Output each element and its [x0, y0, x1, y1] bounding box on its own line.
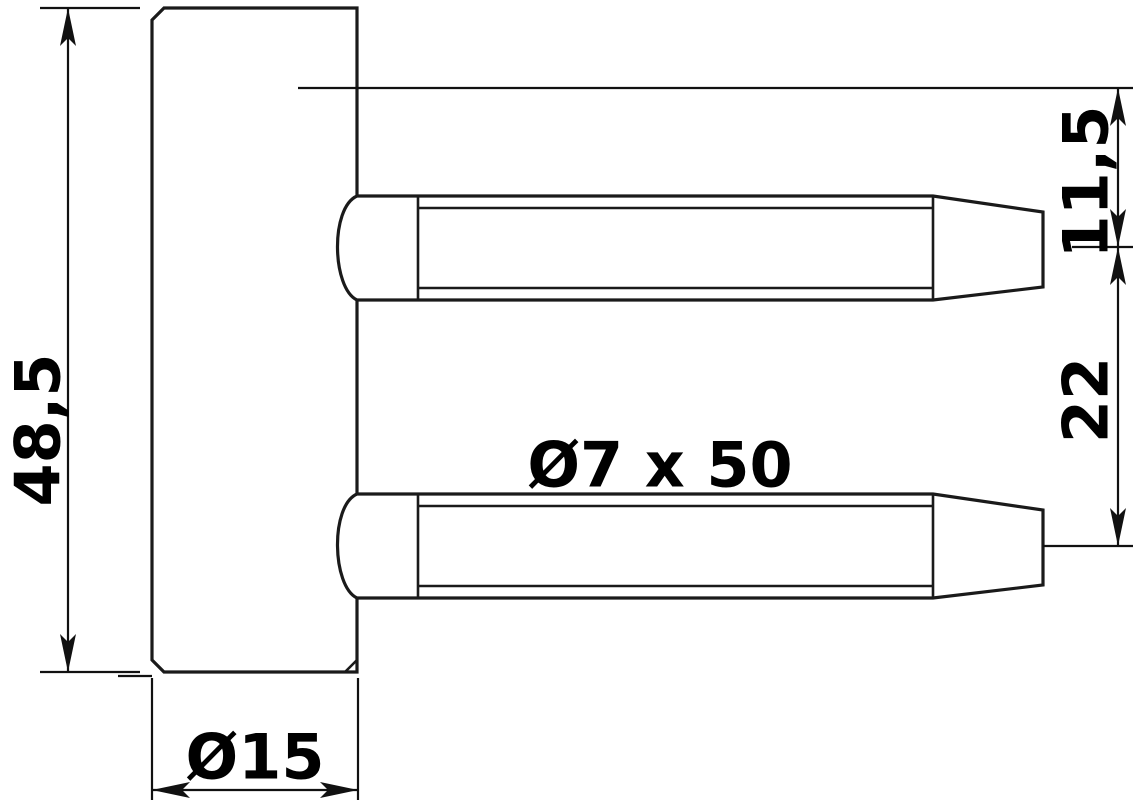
dimension-pin-spacing: 22: [1050, 247, 1126, 546]
plate-chamfer-bottom-left: [151, 659, 165, 673]
dim-11-5-arrow-bottom: [1110, 209, 1126, 247]
dim-22-arrow-bottom: [1110, 508, 1126, 546]
plate-chamfer-top-left: [151, 7, 165, 21]
plate-outline: [150, 6, 359, 674]
dimension-overall-height: 48,5: [2, 8, 76, 672]
dim-d15-label: Ø15: [186, 721, 325, 794]
plate-chamfer-bottom-right: [344, 659, 358, 673]
dim-48-5-label: 48,5: [2, 354, 75, 507]
mounting-plate: [150, 6, 359, 674]
dim-11-5-label: 11,5: [1050, 106, 1123, 259]
dim-22-label: 22: [1050, 357, 1123, 443]
dim-48-5-arrow-bottom: [60, 634, 76, 672]
lower-pin-outline: [335, 492, 1045, 600]
dim-48-5-arrow-top: [60, 8, 76, 46]
pin-spec-label: Ø7 x 50: [527, 429, 792, 502]
upper-pin-outline: [335, 194, 1045, 302]
lower-hinge-pin: [335, 492, 1045, 600]
dim-d15-arrow-right: [320, 782, 358, 798]
dim-d15-arrow-left: [152, 782, 190, 798]
dimension-plate-diameter: Ø15: [152, 721, 358, 798]
label-pin-spec: Ø7 x 50: [527, 429, 792, 502]
dimension-top-pin-offset: 11,5: [1050, 88, 1126, 285]
dim-11-5-arrow-top: [1110, 88, 1126, 126]
upper-hinge-pin: [335, 194, 1045, 302]
extension-lines: [40, 6, 1133, 800]
